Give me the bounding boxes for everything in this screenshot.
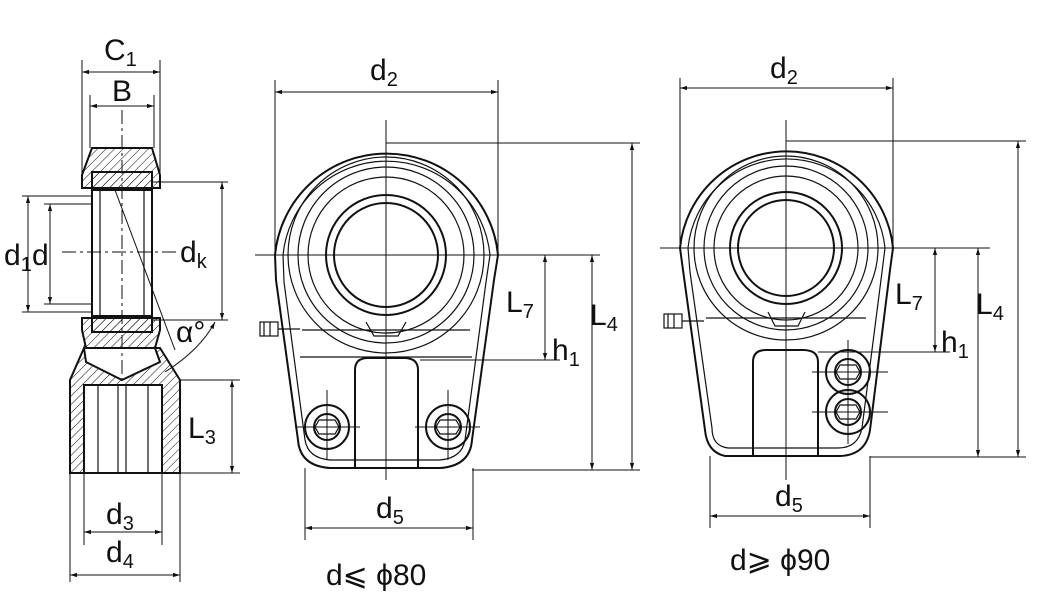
- label-d2-large: d2: [770, 52, 798, 89]
- label-d3: d3: [106, 498, 134, 535]
- label-l7-small: L7: [506, 286, 534, 323]
- label-l3: L3: [188, 412, 216, 449]
- label-d2-small: d2: [370, 54, 398, 91]
- label-h1-large: h1: [941, 326, 969, 363]
- label-h1-small: h1: [552, 334, 580, 371]
- label-d5-large: d5: [775, 480, 803, 517]
- side-section-view: C1 B d1 d dk α° L3 d3: [4, 34, 240, 582]
- label-d5-small: d5: [376, 492, 404, 529]
- front-view-small: d2 L4 L7 h1 d5 d⩽ ϕ80: [255, 54, 640, 592]
- front-view-large: d2 L4 L7 h1 d5 d⩾ ϕ90: [660, 52, 1026, 577]
- label-b: B: [112, 75, 132, 108]
- label-alpha: α°: [176, 316, 205, 349]
- label-l4-large: L4: [976, 288, 1004, 325]
- caption-small: d⩽ ϕ80: [326, 559, 426, 592]
- label-l7-large: L7: [895, 278, 923, 315]
- label-c1: C1: [104, 34, 137, 71]
- label-dk: dk: [180, 236, 208, 273]
- caption-large: d⩾ ϕ90: [730, 544, 830, 577]
- grease-nipple-icon: [663, 313, 704, 329]
- grease-nipple-icon: [259, 321, 300, 337]
- housing-outline-small: [273, 152, 500, 469]
- thread-bore: [83, 384, 163, 474]
- label-l4-small: L4: [590, 299, 618, 336]
- housing-outline-large: [678, 150, 895, 457]
- label-d4: d4: [106, 536, 134, 573]
- label-d: d: [32, 239, 49, 272]
- label-d1: d1: [4, 239, 32, 276]
